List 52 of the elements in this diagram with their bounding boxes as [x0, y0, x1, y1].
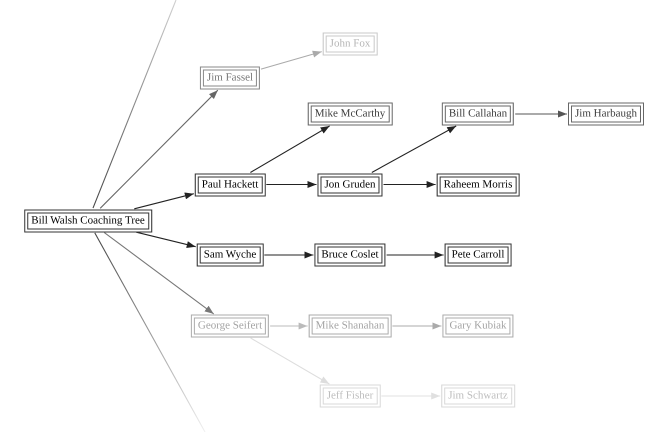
- coach-name: John Fox: [330, 36, 370, 51]
- arrow: [384, 181, 436, 188]
- coach-box: [442, 314, 514, 338]
- arrow: [250, 338, 330, 384]
- coach-name: George Seifert: [198, 318, 262, 334]
- coach-name: Paul Hackett: [202, 177, 258, 192]
- arrow: [136, 232, 196, 248]
- coach-box: [194, 173, 266, 196]
- arrow: [386, 252, 444, 258]
- coach-box: [317, 173, 383, 196]
- coach-name: Pete Carroll: [452, 248, 504, 262]
- coach-box: [568, 102, 644, 126]
- coach-name: Jim Harbaugh: [575, 106, 637, 122]
- coach-name: Bruce Coslet: [321, 248, 379, 262]
- coach-box: [320, 384, 380, 408]
- coach-name: Jeff Fisher: [326, 388, 374, 404]
- coach-name: Raheem Morris: [444, 177, 512, 192]
- coach-box: [436, 173, 520, 196]
- arrow: [392, 322, 442, 330]
- coach-name: Jon Gruden: [324, 177, 376, 192]
- coach-name: Gary Kubiak: [449, 318, 507, 334]
- arrow: [134, 192, 194, 210]
- arrow: [264, 252, 314, 258]
- arrow: [266, 181, 316, 188]
- arrow: [515, 110, 567, 118]
- arrow: [260, 50, 322, 70]
- arrow: [372, 126, 456, 173]
- coach-name: Jim Fassel: [206, 70, 254, 86]
- coach-name: Mike Shanahan: [316, 318, 384, 334]
- coach-box: [441, 384, 515, 408]
- arrow: [250, 126, 330, 173]
- arrow: [381, 392, 440, 400]
- arrow: [100, 90, 218, 209]
- coach-name: Bill Walsh Coaching Tree: [31, 213, 145, 228]
- coach-box: [200, 66, 260, 90]
- coach-box: [24, 209, 152, 232]
- coach-box: [314, 244, 386, 266]
- coach-name: Sam Wyche: [204, 248, 256, 262]
- coach-box: [442, 102, 514, 126]
- coach-box: [444, 244, 512, 266]
- coach-name: Bill Callahan: [448, 106, 508, 122]
- coach-box: [308, 102, 392, 126]
- coach-box: [196, 244, 264, 266]
- coach-name: Jim Schwartz: [448, 388, 508, 404]
- arrow: [270, 322, 308, 330]
- coach-box: [322, 32, 378, 55]
- arrow: [104, 232, 214, 314]
- connector-line: [92, 0, 177, 208]
- coach-name: Mike McCarthy: [314, 106, 386, 122]
- connector-line: [94, 232, 206, 432]
- coach-box: [308, 314, 392, 338]
- coach-box: [190, 314, 270, 338]
